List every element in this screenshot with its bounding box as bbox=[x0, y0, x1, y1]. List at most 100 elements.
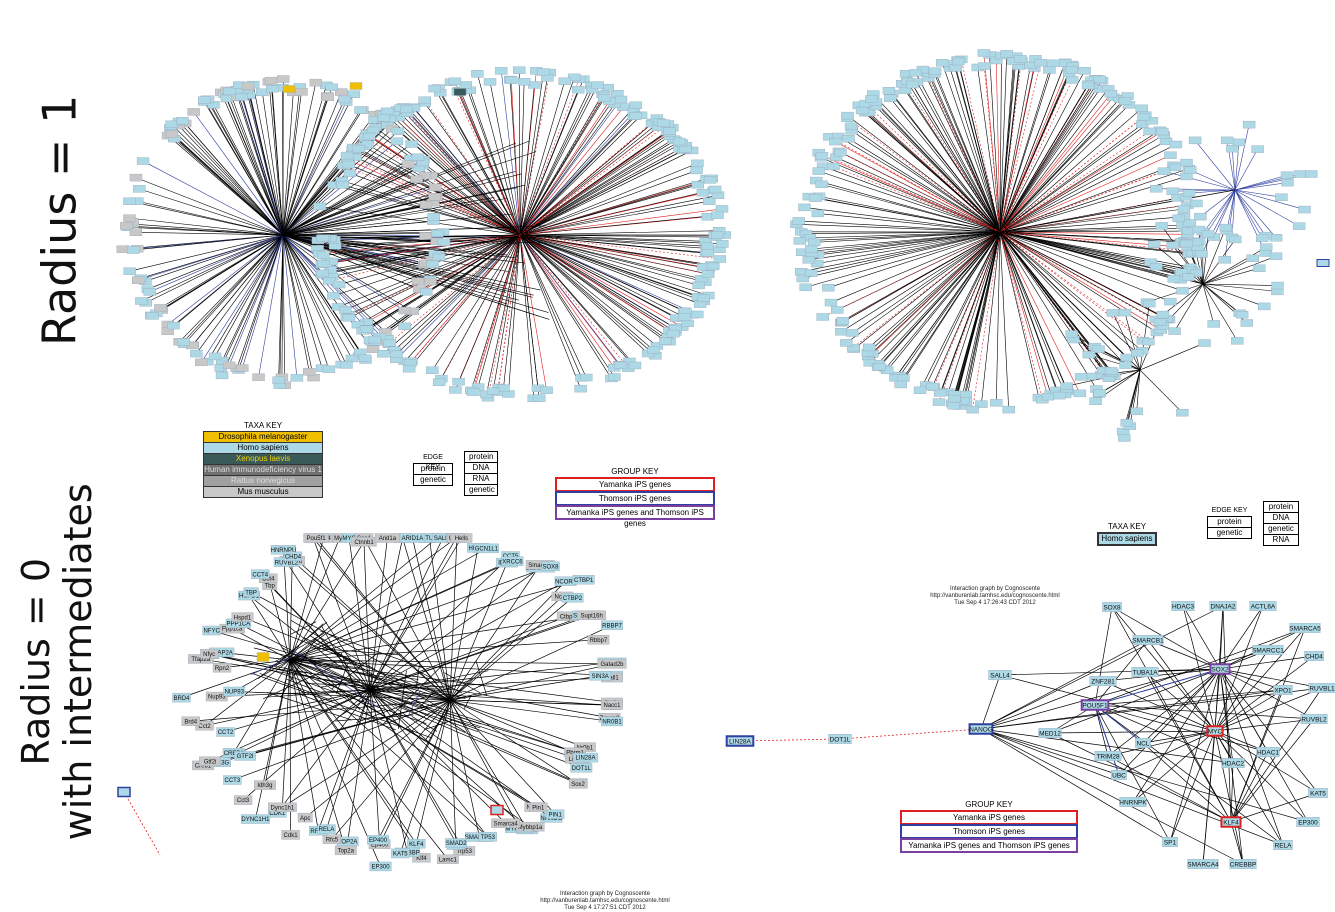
graph-node-box bbox=[601, 716, 623, 727]
edge bbox=[519, 208, 723, 236]
graph-node bbox=[1316, 259, 1330, 267]
edge bbox=[425, 694, 461, 741]
edge bbox=[173, 234, 284, 326]
graph-node-box bbox=[1132, 635, 1164, 645]
edge bbox=[129, 217, 284, 236]
edge bbox=[123, 791, 161, 856]
graph-node-label: CCT4 bbox=[252, 572, 268, 578]
graph-node-box bbox=[303, 533, 329, 543]
graph-node-box bbox=[1226, 144, 1239, 153]
edge bbox=[221, 234, 284, 376]
graph-node-box bbox=[497, 384, 510, 392]
edge bbox=[252, 84, 284, 236]
edge bbox=[1094, 704, 1269, 753]
graph-node bbox=[313, 202, 326, 211]
graph-node bbox=[411, 153, 425, 162]
edge bbox=[369, 537, 462, 691]
graph-node-box bbox=[1014, 55, 1027, 63]
graph-node-label: Smarcc2 bbox=[528, 563, 552, 569]
graph-node bbox=[865, 95, 878, 103]
graph-node-box bbox=[842, 134, 855, 143]
graph-node bbox=[1166, 241, 1179, 249]
edge bbox=[282, 225, 546, 236]
graph-node-box bbox=[659, 337, 672, 345]
graph-node: CHD4 bbox=[283, 551, 303, 562]
graph-node bbox=[1271, 281, 1284, 290]
graph-node bbox=[805, 245, 818, 253]
graph-node bbox=[343, 169, 357, 177]
graph-node bbox=[383, 339, 396, 347]
graph-node-box bbox=[187, 108, 200, 116]
graph-node: ARID1A bbox=[399, 533, 426, 543]
graph-node bbox=[429, 183, 442, 192]
graph-node-label: RELA bbox=[319, 827, 335, 833]
graph-node-box bbox=[215, 356, 229, 365]
edge bbox=[906, 81, 1001, 233]
edge bbox=[282, 157, 419, 236]
graph-node-box bbox=[1258, 302, 1271, 311]
graph-node-box bbox=[796, 274, 810, 283]
graph-node bbox=[884, 94, 897, 102]
edge bbox=[519, 106, 624, 236]
edge bbox=[315, 537, 451, 701]
graph-node bbox=[1034, 58, 1047, 67]
edge bbox=[999, 231, 1009, 410]
graph-node bbox=[990, 399, 1003, 407]
edge bbox=[999, 231, 1143, 352]
edge bbox=[1214, 655, 1315, 732]
graph-node-box bbox=[691, 159, 704, 168]
edge bbox=[519, 94, 603, 236]
graph-node-box bbox=[1104, 89, 1118, 98]
edge bbox=[519, 111, 635, 236]
graph-node bbox=[1229, 235, 1242, 244]
edge bbox=[138, 234, 284, 281]
graph-node-label: CCT2 bbox=[218, 730, 234, 736]
graph-node bbox=[198, 96, 211, 104]
graph-node: Dync1h1 bbox=[268, 802, 297, 813]
graph-node bbox=[827, 162, 840, 171]
graph-node-box bbox=[335, 88, 348, 96]
edge bbox=[867, 231, 1001, 354]
graph-node bbox=[426, 260, 439, 269]
graph-node bbox=[537, 68, 550, 76]
graph-node-box bbox=[303, 368, 316, 376]
graph-node: MED12 bbox=[1038, 728, 1062, 738]
edge bbox=[289, 537, 340, 661]
taxa-key-item: Xenopus laevis bbox=[203, 453, 323, 465]
graph-node-box bbox=[1153, 318, 1167, 326]
graph-node-box bbox=[913, 386, 927, 394]
graph-node: Supt16h bbox=[577, 610, 607, 620]
graph-node-label: Cct4 bbox=[262, 576, 275, 582]
graph-node: LIN28A bbox=[572, 752, 599, 763]
edge bbox=[263, 666, 332, 700]
graph-node-box bbox=[1219, 223, 1233, 232]
graph-node bbox=[1120, 419, 1134, 427]
graph-node bbox=[1255, 234, 1269, 242]
graph-node-box bbox=[428, 84, 441, 93]
graph-node: GTF2I bbox=[234, 751, 256, 761]
edge bbox=[519, 145, 687, 236]
graph-node bbox=[335, 88, 348, 96]
edge bbox=[519, 234, 704, 299]
graph-node-label: Top2a bbox=[338, 848, 355, 854]
graph-node-label: TBP bbox=[245, 590, 257, 596]
edge bbox=[415, 699, 451, 844]
graph-node bbox=[568, 73, 581, 82]
graph-node-box bbox=[792, 217, 805, 225]
graph-node bbox=[796, 274, 810, 283]
graph-node bbox=[354, 106, 367, 114]
edge bbox=[145, 234, 284, 282]
edge bbox=[234, 691, 451, 701]
graph-node-box bbox=[1246, 254, 1259, 262]
graph-node-box bbox=[959, 390, 972, 399]
graph-node bbox=[815, 180, 828, 189]
graph-node-box bbox=[815, 152, 829, 160]
graph-node-label: EP300 bbox=[1298, 819, 1318, 826]
graph-node bbox=[703, 176, 717, 184]
edge-key-right-item: protein bbox=[464, 451, 498, 463]
edge bbox=[1202, 255, 1277, 285]
graph-node-label: GTF2I bbox=[237, 754, 254, 760]
edge bbox=[1094, 606, 1113, 706]
graph-node-box bbox=[399, 533, 426, 543]
edge bbox=[282, 97, 329, 236]
